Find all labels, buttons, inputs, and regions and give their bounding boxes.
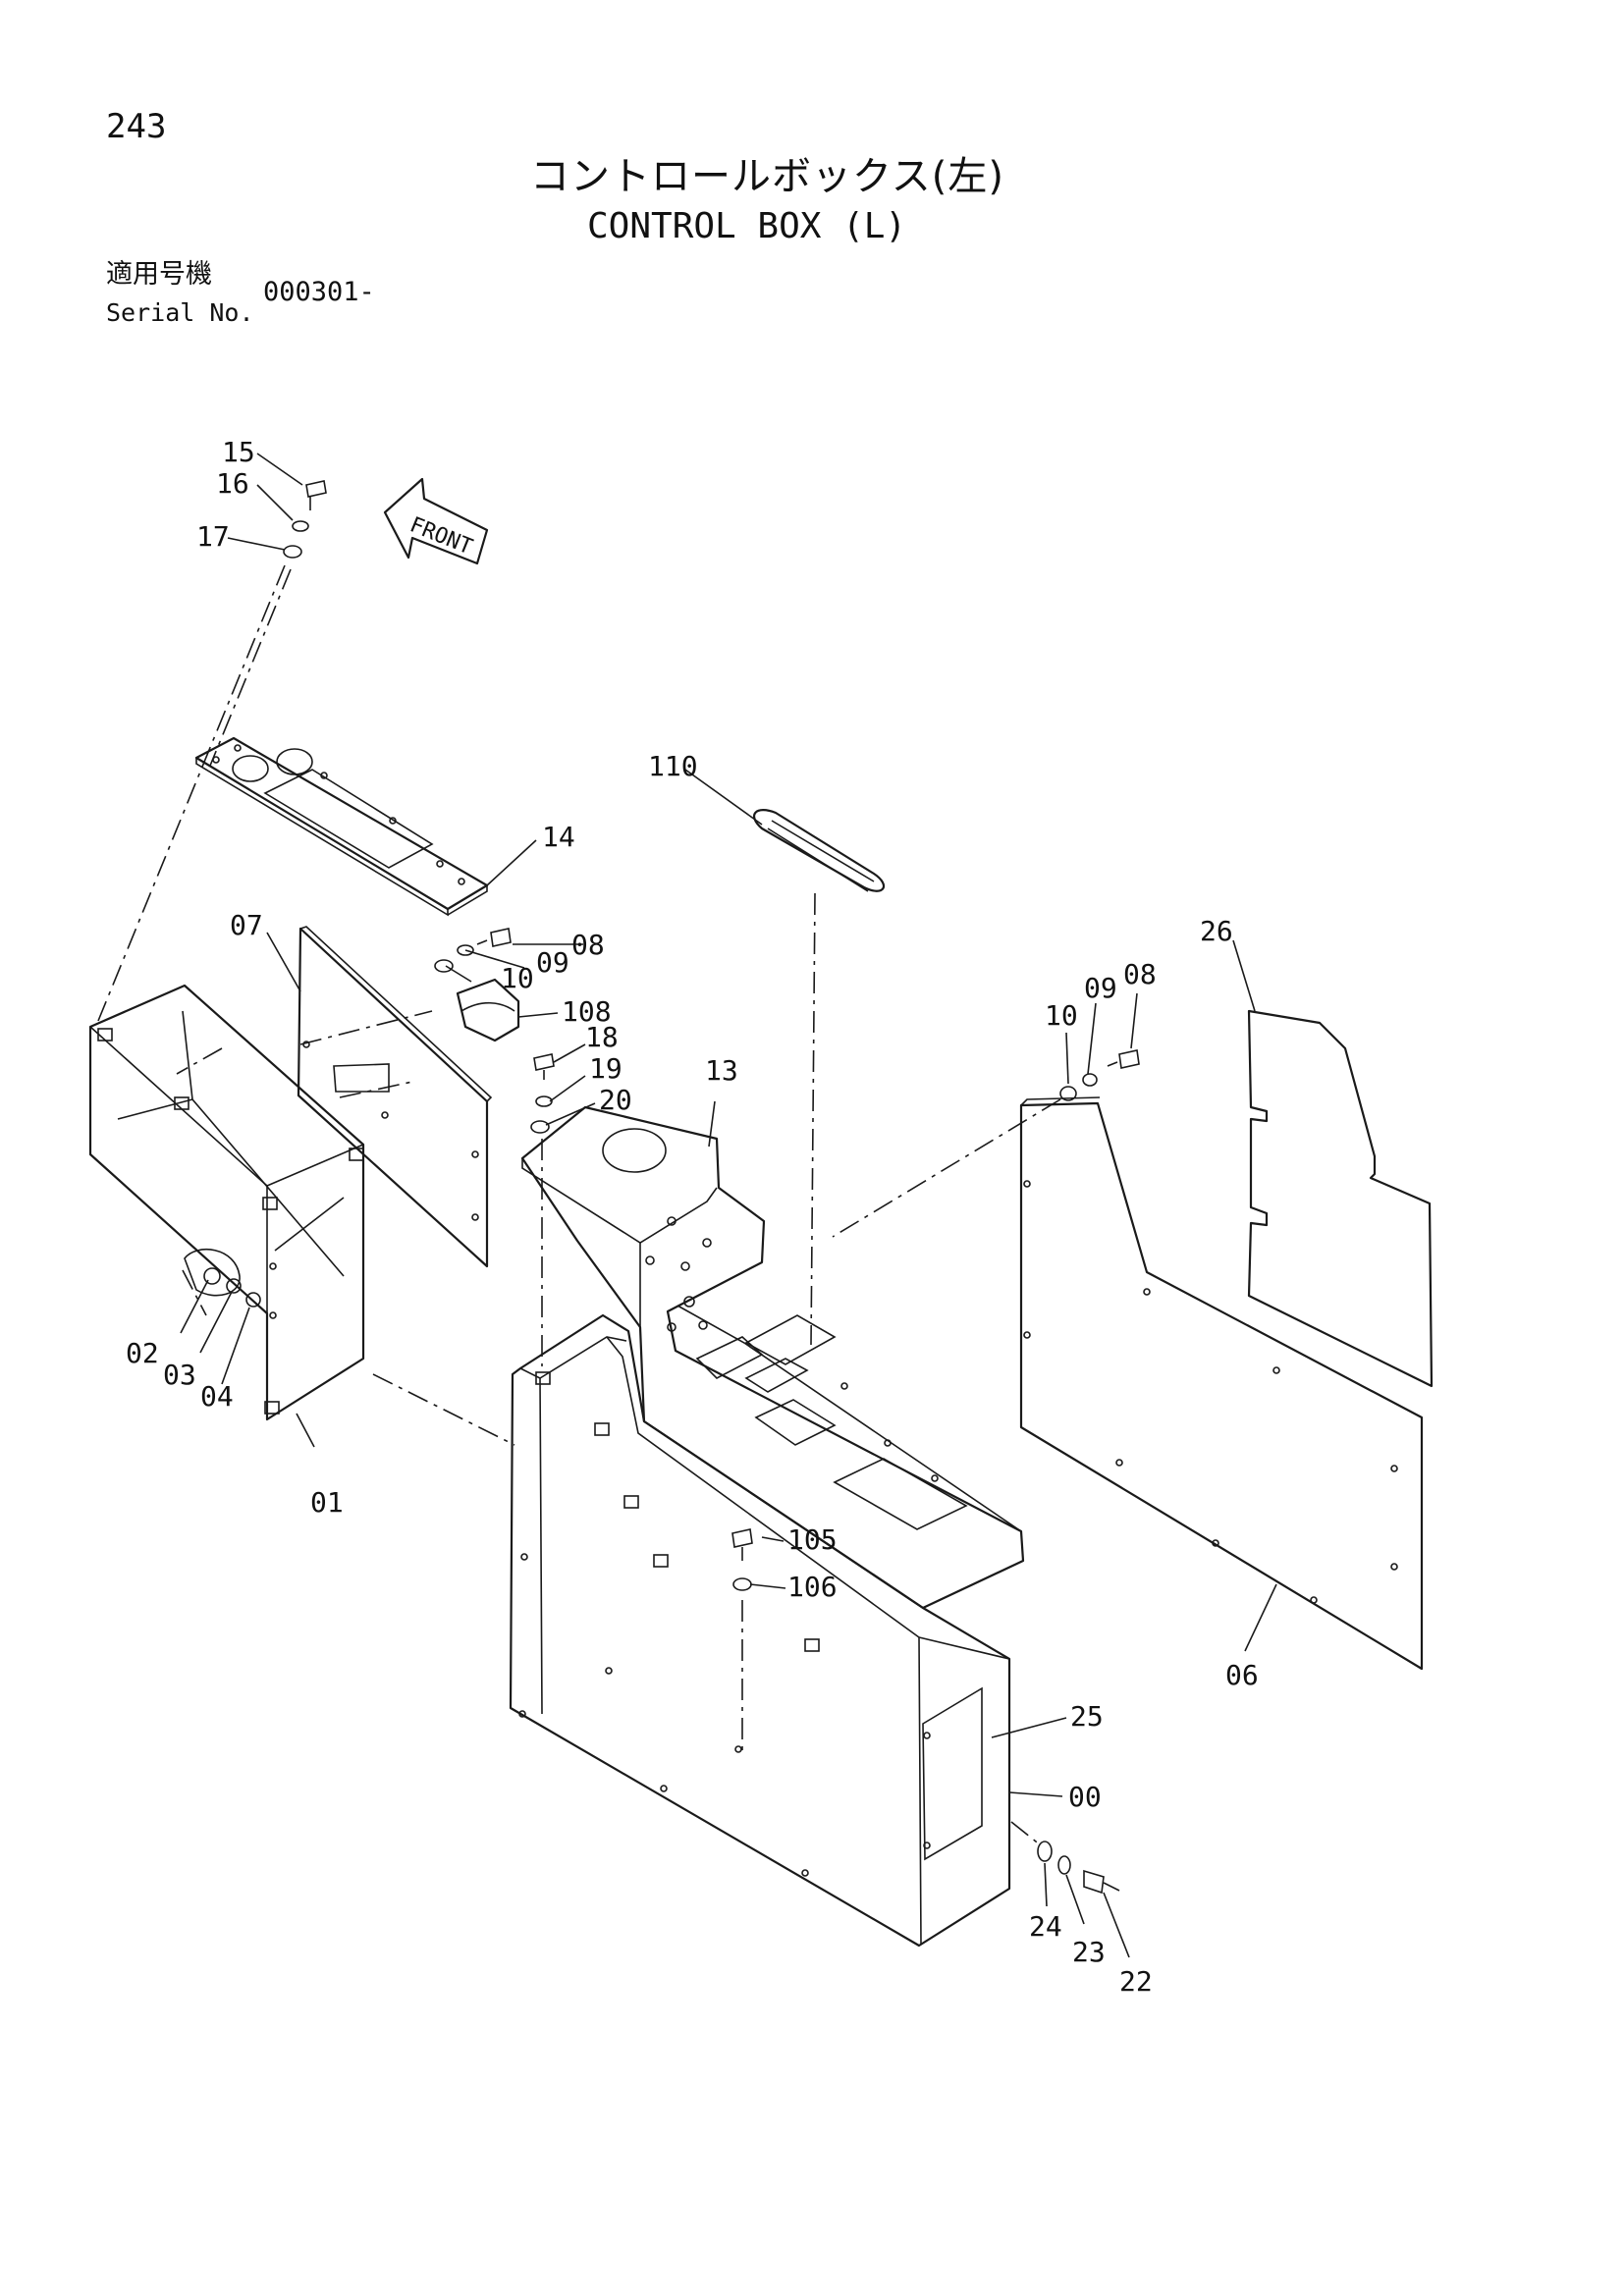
callout-15: 15	[222, 436, 255, 468]
callout-labels: 15 16 17 14 07 10 09 08 108 18 19 20 13 …	[126, 436, 1259, 1998]
callout-07: 07	[230, 909, 263, 941]
callout-08-upper: 08	[571, 929, 605, 961]
callout-25: 25	[1070, 1700, 1104, 1733]
part-13-console	[520, 1105, 1025, 1610]
part-26-gasket	[1247, 1009, 1434, 1388]
part-01-left-box	[88, 984, 365, 1421]
callout-20: 20	[599, 1084, 632, 1116]
assembly-lines	[97, 564, 1061, 1846]
part-110-grommet	[753, 809, 886, 892]
callout-106: 106	[787, 1571, 838, 1603]
serial-label-english: Serial No.	[106, 298, 254, 327]
part-14-top-plate	[194, 736, 489, 917]
callout-22: 22	[1119, 1965, 1153, 1998]
callout-09-upper: 09	[536, 946, 569, 979]
part-07-cover-plate	[297, 926, 493, 1268]
callout-19: 19	[589, 1052, 623, 1085]
part-00-base-box	[509, 1313, 1011, 1948]
fastener-08-09-10-right	[1059, 1049, 1140, 1101]
callout-09-right: 09	[1084, 972, 1117, 1004]
callout-110: 110	[648, 750, 698, 782]
fastener-18-19-20	[530, 1053, 555, 1134]
callout-10-right: 10	[1045, 999, 1078, 1032]
fastener-15-16-17	[283, 480, 327, 559]
front-arrow: FRONT	[383, 477, 489, 565]
callout-13: 13	[705, 1054, 738, 1087]
callout-10-upper: 10	[501, 962, 534, 994]
callout-14: 14	[542, 821, 575, 853]
serial-number-value: 000301-	[263, 277, 375, 307]
callout-18: 18	[585, 1021, 619, 1053]
callout-16: 16	[216, 467, 249, 500]
callout-105: 105	[787, 1523, 838, 1556]
callout-24: 24	[1029, 1910, 1062, 1943]
part-108-bracket	[456, 978, 520, 1042]
callout-00: 00	[1068, 1781, 1102, 1813]
callout-04: 04	[200, 1380, 234, 1413]
callout-02: 02	[126, 1337, 159, 1369]
fastener-105-106	[731, 1528, 753, 1591]
callout-03: 03	[163, 1359, 196, 1391]
fastener-22-23-24	[1037, 1841, 1120, 1895]
serial-label-japanese: 適用号機	[106, 259, 212, 290]
title-japanese: コントロールボックス(左)	[530, 154, 1005, 199]
callout-06: 06	[1225, 1659, 1259, 1691]
part-02-04-fastener	[184, 1248, 261, 1308]
callout-26: 26	[1200, 915, 1233, 947]
callout-17: 17	[196, 520, 230, 553]
part-06-side-panel	[1019, 1096, 1424, 1671]
fastener-08-09-10-upper	[434, 928, 512, 973]
callout-08-right: 08	[1123, 958, 1157, 990]
title-english: CONTROL BOX (L)	[587, 206, 907, 246]
callout-108: 108	[562, 995, 612, 1028]
page-number: 243	[106, 107, 167, 146]
callout-23: 23	[1072, 1936, 1106, 1968]
leader-lines	[180, 453, 1277, 1958]
callout-01: 01	[310, 1486, 344, 1519]
